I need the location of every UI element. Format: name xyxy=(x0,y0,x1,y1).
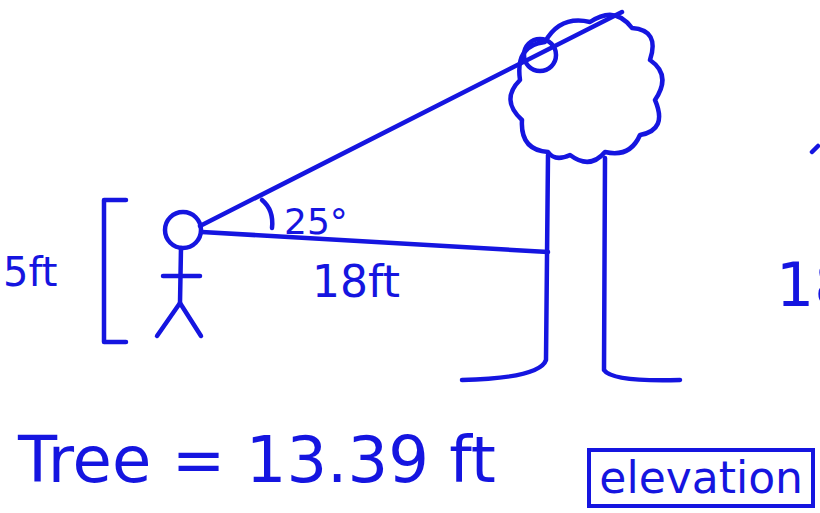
term-box: elevation xyxy=(587,448,815,508)
cut-label: 18 xyxy=(776,252,820,318)
cut-mark xyxy=(812,146,818,152)
height-bracket xyxy=(104,200,126,342)
tree-canopy xyxy=(510,15,662,162)
angle-label: 25° xyxy=(284,202,348,242)
distance-label: 18ft xyxy=(312,258,400,306)
sight-line xyxy=(200,12,622,226)
head xyxy=(165,212,201,248)
arms xyxy=(163,274,200,279)
box-text: elevation xyxy=(599,454,803,502)
height-label: 5ft xyxy=(3,250,58,294)
trunk-left xyxy=(462,155,548,380)
trunk-right xyxy=(604,158,680,380)
angle-arc xyxy=(262,200,272,228)
result-label: Tree = 13.39 ft xyxy=(18,425,496,495)
horizontal-line xyxy=(202,232,548,252)
tree-top-point xyxy=(524,39,556,71)
legs xyxy=(157,303,201,336)
